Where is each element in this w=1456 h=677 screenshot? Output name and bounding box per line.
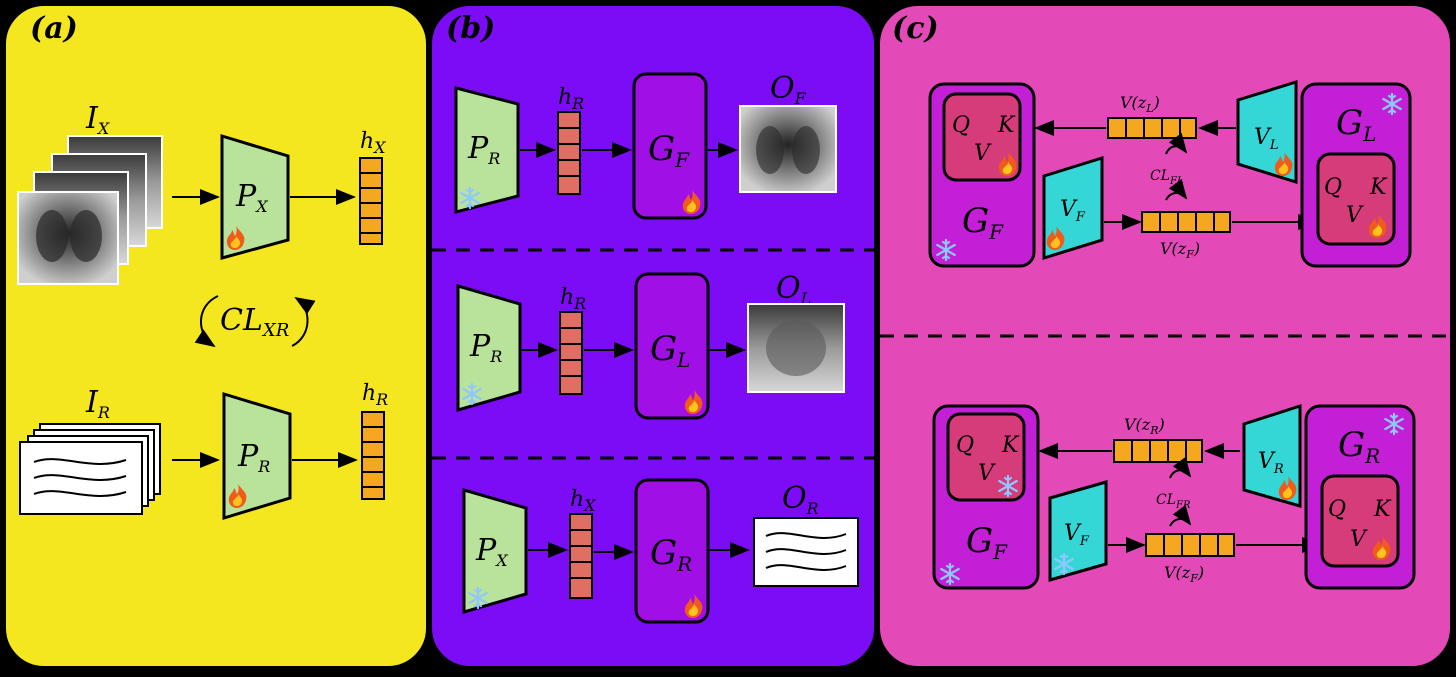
input-image-label-sub: X — [96, 119, 110, 138]
svg-text:OR: OR — [782, 481, 819, 518]
svg-text:hR: hR — [560, 285, 586, 313]
svg-text:V: V — [1350, 527, 1368, 552]
svg-text:K: K — [1001, 433, 1020, 458]
svg-text:V: V — [978, 461, 996, 486]
panel-b: (b) PR hR GF OF — [428, 2, 878, 670]
svg-text:V(zL): V(zL) — [1120, 93, 1160, 115]
svg-text:OL: OL — [776, 271, 811, 308]
svg-text:VR: VR — [1258, 449, 1284, 477]
svg-text:GF: GF — [966, 521, 1008, 564]
svg-text:Q: Q — [956, 433, 974, 458]
svg-text:GF: GF — [648, 129, 690, 172]
svg-text:Q: Q — [1324, 175, 1342, 200]
encoder-pr: PR — [222, 391, 292, 521]
svg-text:K: K — [997, 113, 1016, 138]
input-report-label: I — [85, 385, 99, 420]
svg-text:V(zF): V(zF) — [1160, 239, 1200, 261]
svg-text:PR: PR — [469, 329, 502, 366]
feature-hx-label: h — [360, 129, 374, 154]
svg-text:GF: GF — [962, 201, 1004, 244]
svg-text:PR: PR — [237, 439, 270, 476]
xray-stack-image — [17, 135, 163, 285]
svg-text:V: V — [974, 141, 992, 166]
encoder-px: PX — [220, 133, 290, 260]
svg-text:hX: hX — [360, 129, 386, 157]
svg-text:hR: hR — [558, 85, 584, 113]
svg-text:VF: VF — [1064, 521, 1090, 549]
svg-text:GL: GL — [1336, 103, 1376, 146]
svg-text:PR: PR — [467, 131, 500, 168]
panel-b-row-report: PX hX GR OR — [462, 478, 859, 624]
svg-text:CLXR: CLXR — [220, 303, 289, 341]
svg-text:GR: GR — [650, 533, 692, 576]
input-image-label: I — [85, 101, 99, 136]
svg-text:V(zF): V(zF) — [1164, 563, 1204, 585]
svg-text:PX: PX — [475, 533, 508, 570]
svg-text:PX: PX — [235, 179, 268, 216]
svg-text:K: K — [1373, 497, 1392, 522]
svg-text:hR: hR — [362, 381, 388, 409]
output-report-icon — [753, 517, 859, 587]
feature-vector-hx — [359, 157, 383, 245]
svg-text:V: V — [1346, 203, 1364, 228]
contrastive-loss-xr: CLXR — [194, 295, 316, 348]
svg-text:IR: IR — [85, 385, 110, 422]
panel-c: (c) Q K V GF V(zL) CLFL — [876, 2, 1454, 670]
svg-text:IX: IX — [85, 101, 110, 138]
panel-c-label: (c) — [892, 11, 939, 46]
svg-text:K: K — [1369, 175, 1388, 200]
svg-text:V(zR): V(zR) — [1124, 415, 1165, 437]
svg-text:VF: VF — [1060, 197, 1086, 225]
svg-text:GR: GR — [1338, 425, 1380, 468]
svg-text:hX: hX — [570, 487, 596, 515]
svg-text:Q: Q — [952, 113, 970, 138]
feature-vector-hr — [361, 411, 385, 500]
panel-a: (a) IX PX hX — [2, 2, 430, 670]
panel-c-row-frontal-lateral: Q K V GF V(zL) CLFL VF — [928, 79, 1412, 268]
svg-text:Q: Q — [1328, 497, 1346, 522]
panel-b-label: (b) — [446, 11, 495, 46]
svg-text:GL: GL — [650, 329, 690, 372]
panel-b-row-lateral: PR hR GL OL — [456, 271, 845, 420]
report-stack-icon — [19, 423, 161, 515]
panel-b-row-frontal: PR hR GF OF — [454, 71, 837, 220]
svg-text:VL: VL — [1254, 125, 1279, 153]
attention-qkv-box — [942, 92, 1022, 182]
panel-c-row-frontal-report: Q K V GF V(zR) CLFR VF — [932, 403, 1416, 590]
svg-text:OF: OF — [770, 71, 807, 108]
panel-a-label: (a) — [30, 11, 78, 46]
feature-hr-label: h — [362, 381, 376, 406]
output-frontal-xray — [739, 105, 837, 193]
